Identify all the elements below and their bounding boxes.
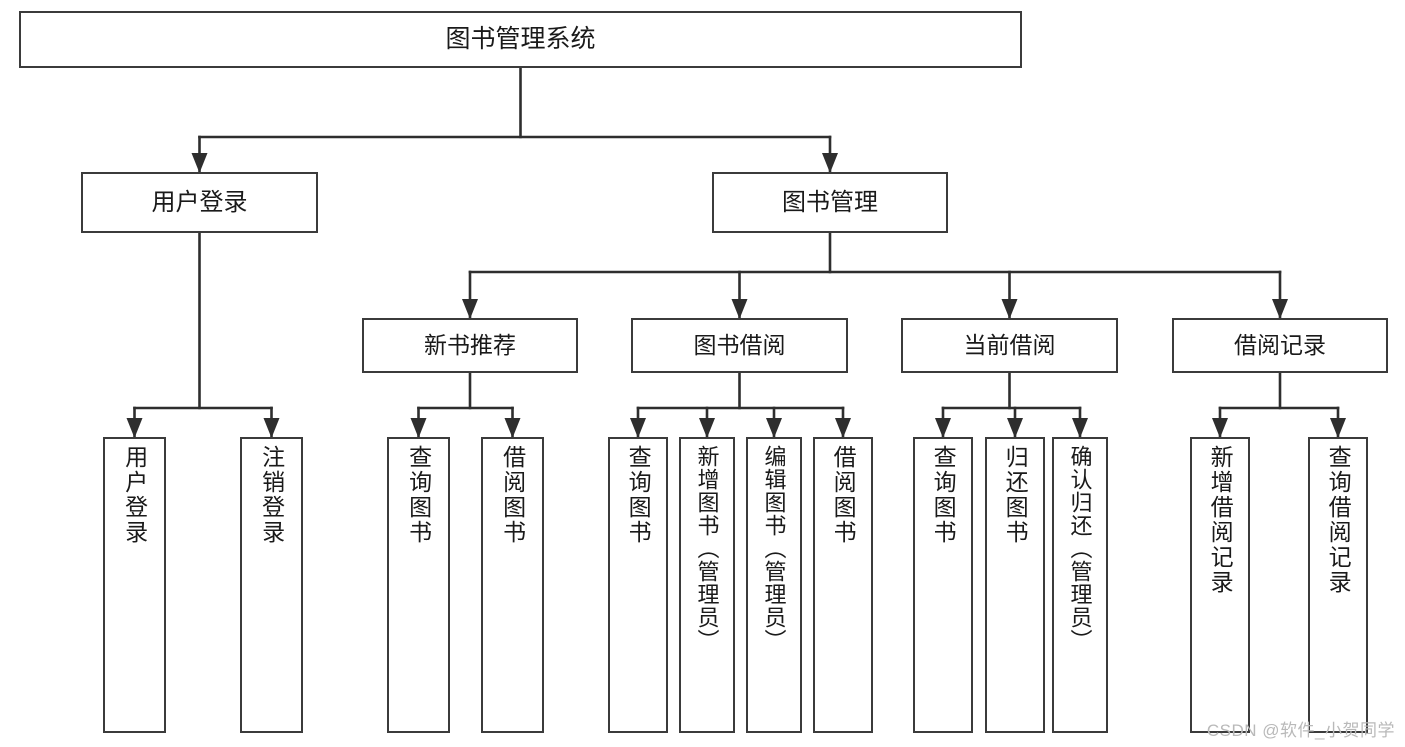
node-label-user-login: 用户登录 — [151, 188, 248, 216]
c-root-arrowhead-0 — [191, 153, 208, 173]
node-label-leaf-add-book: 新增图书（管理员） — [694, 445, 720, 652]
node-label-leaf-user-login: 用户登录 — [121, 445, 148, 545]
node-leaf-query-record[interactable]: 查询借阅记录 — [1308, 437, 1368, 733]
c-borrow-record-arrowhead-1 — [1330, 418, 1346, 438]
c-current-borrow-arrowhead-0 — [935, 418, 951, 438]
node-root[interactable]: 图书管理系统 — [19, 11, 1022, 68]
node-leaf-return-book[interactable]: 归还图书 — [985, 437, 1045, 733]
node-label-new-book-rec: 新书推荐 — [424, 332, 516, 359]
node-leaf-edit-book[interactable]: 编辑图书（管理员） — [746, 437, 802, 733]
node-new-book-rec[interactable]: 新书推荐 — [362, 318, 578, 373]
c-book-manage-arrowhead-0 — [462, 299, 478, 319]
node-label-current-borrow: 当前借阅 — [963, 332, 1056, 359]
node-user-login[interactable]: 用户登录 — [81, 172, 318, 233]
c-user-login-arrowhead-0 — [126, 418, 143, 438]
node-leaf-add-record[interactable]: 新增借阅记录 — [1190, 437, 1250, 733]
c-book-borrow-arrowhead-3 — [835, 418, 851, 438]
node-label-leaf-query-book-cur: 查询图书 — [930, 445, 957, 545]
node-leaf-borrow-book-rec[interactable]: 借阅图书 — [481, 437, 544, 733]
node-label-leaf-borrow-book-rec: 借阅图书 — [499, 445, 526, 545]
c-user-login-arrowhead-1 — [263, 418, 280, 438]
node-label-leaf-borrow-book: 借阅图书 — [830, 445, 857, 545]
node-label-leaf-query-book-rec: 查询图书 — [405, 445, 432, 545]
node-label-root: 图书管理系统 — [445, 24, 596, 53]
node-label-book-borrow: 图书借阅 — [693, 332, 786, 359]
node-label-book-manage: 图书管理 — [782, 188, 878, 216]
node-label-leaf-edit-book: 编辑图书（管理员） — [761, 445, 787, 652]
c-book-manage-arrowhead-1 — [731, 299, 748, 319]
node-leaf-query-book-borrow[interactable]: 查询图书 — [608, 437, 668, 733]
c-book-manage-arrowhead-3 — [1272, 299, 1288, 319]
c-book-borrow-arrowhead-1 — [699, 418, 715, 438]
node-current-borrow[interactable]: 当前借阅 — [901, 318, 1118, 373]
node-leaf-query-book-cur[interactable]: 查询图书 — [913, 437, 973, 733]
node-borrow-record[interactable]: 借阅记录 — [1172, 318, 1388, 373]
c-new-book-rec-arrowhead-1 — [504, 418, 521, 438]
c-book-borrow-arrowhead-0 — [630, 418, 646, 438]
node-label-leaf-query-book-borrow: 查询图书 — [625, 445, 652, 545]
node-leaf-user-login[interactable]: 用户登录 — [103, 437, 166, 733]
c-current-borrow-arrowhead-1 — [1007, 418, 1023, 438]
c-new-book-rec-arrowhead-0 — [410, 418, 427, 438]
c-book-borrow-arrowhead-2 — [766, 418, 782, 438]
node-book-manage[interactable]: 图书管理 — [712, 172, 948, 233]
node-leaf-add-book[interactable]: 新增图书（管理员） — [679, 437, 735, 733]
c-book-manage-arrowhead-2 — [1001, 299, 1018, 319]
c-current-borrow-arrowhead-2 — [1072, 418, 1088, 438]
c-borrow-record-arrowhead-0 — [1212, 418, 1228, 438]
node-leaf-borrow-book[interactable]: 借阅图书 — [813, 437, 873, 733]
node-label-leaf-add-record: 新增借阅记录 — [1207, 445, 1234, 595]
c-root-arrowhead-1 — [822, 153, 838, 173]
node-leaf-confirm-return[interactable]: 确认归还（管理员） — [1052, 437, 1108, 733]
node-book-borrow[interactable]: 图书借阅 — [631, 318, 848, 373]
node-label-leaf-confirm-return: 确认归还（管理员） — [1067, 445, 1093, 652]
node-label-leaf-return-book: 归还图书 — [1002, 445, 1029, 545]
node-label-leaf-logout: 注销登录 — [258, 445, 285, 545]
node-label-leaf-query-record: 查询借阅记录 — [1325, 445, 1352, 595]
node-leaf-query-book-rec[interactable]: 查询图书 — [387, 437, 450, 733]
node-leaf-logout[interactable]: 注销登录 — [240, 437, 303, 733]
node-label-borrow-record: 借阅记录 — [1234, 332, 1326, 359]
